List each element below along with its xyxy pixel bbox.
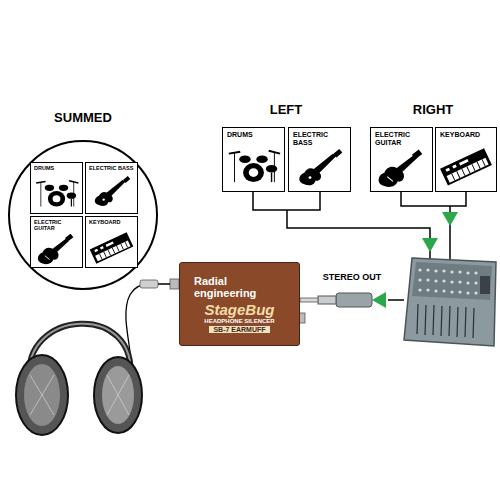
instrument-icon [291, 149, 348, 189]
summed-circle: SUMMEDDRUMSELECTRIC BASSELECTRIC GUITARK… [8, 140, 158, 290]
node-text: ELECTRIC BASS [289, 128, 350, 146]
instrument-box: KEYBOARD [435, 127, 497, 192]
instrument-box: DRUMS [30, 162, 83, 214]
instrument-icon [438, 141, 494, 189]
headphones-illustration [16, 324, 142, 435]
instrument-box: KEYBOARD [85, 216, 138, 268]
node-text: SB-7 EARMUFF [209, 326, 269, 333]
instrument-icon [33, 174, 80, 211]
instrument-icon [373, 149, 430, 189]
group-label: RIGHT [413, 102, 453, 117]
instrument-box: DRUMS [222, 127, 285, 192]
instrument-box: ELECTRIC BASS [85, 162, 138, 214]
instrument-icon [88, 174, 135, 211]
node-text: DRUMS [223, 128, 284, 139]
mixer-illustration [404, 258, 496, 346]
node-text: KEYBOARD [436, 128, 496, 139]
instrument-box: ELECTRIC GUITAR [30, 216, 83, 268]
instrument-box: ELECTRIC BASS [288, 127, 351, 192]
group-label: LEFT [270, 102, 303, 117]
node-text: HEADPHONE SILENCER [204, 318, 274, 324]
instrument-icon [33, 234, 80, 265]
group-label: STEREO OUT [323, 272, 382, 282]
node-text: ELECTRIC GUITAR [31, 217, 82, 231]
node-text: KEYBOARD [86, 217, 137, 225]
node-text: StageBug [204, 301, 274, 318]
instrument-box: ELECTRIC GUITAR [370, 127, 433, 192]
headphone-silencer-box: Radial engineeringStageBugHEADPHONE SILE… [179, 262, 300, 346]
node-text: Radial engineering [194, 275, 285, 299]
node-text: SUMMED [10, 110, 156, 125]
node-text: ELECTRIC GUITAR [371, 128, 432, 146]
instrument-icon [225, 141, 282, 189]
instrument-icon [88, 228, 135, 265]
node-text: DRUMS [31, 163, 82, 171]
node-text: ELECTRIC BASS [86, 163, 137, 171]
